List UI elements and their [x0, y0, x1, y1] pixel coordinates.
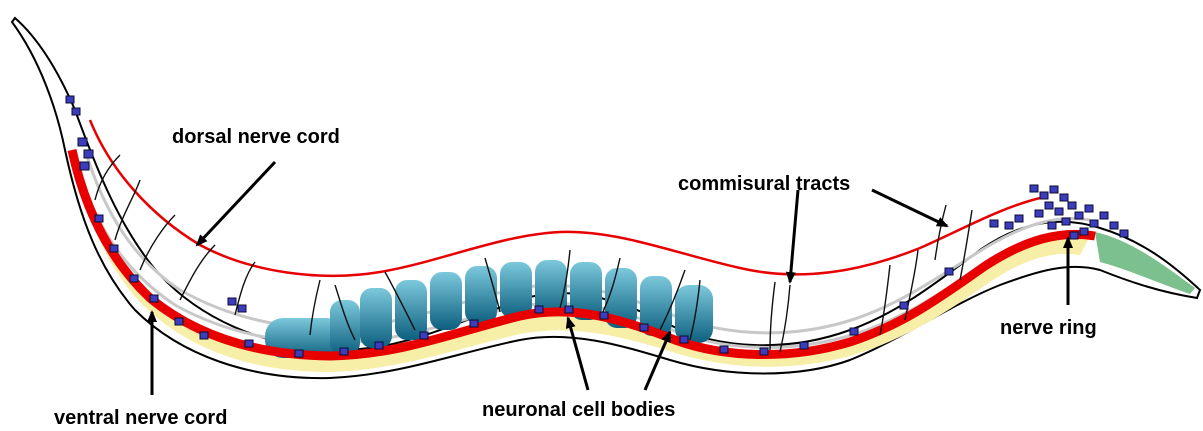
square-cell-icon	[200, 332, 208, 339]
square-cell-icon	[78, 138, 87, 146]
square-cell-icon	[470, 320, 478, 327]
label-ventral-nerve-cord: ventral nerve cord	[54, 407, 227, 429]
label-neuronal-cell-bodies: neuronal cell bodies	[482, 399, 675, 421]
square-cell-icon	[990, 220, 998, 227]
square-cell-icon	[565, 306, 573, 313]
square-cell-icon	[130, 275, 138, 282]
label-dorsal-nerve-cord: dorsal nerve cord	[172, 126, 340, 148]
square-cell-icon	[84, 150, 93, 158]
square-cell-icon	[945, 268, 953, 275]
square-cell-icon	[535, 306, 543, 313]
square-cell-icon	[600, 312, 608, 319]
square-cell-icon	[900, 302, 908, 309]
square-cell-icon	[720, 346, 728, 353]
square-cell-icon	[175, 318, 183, 325]
square-cell-icon	[295, 350, 303, 357]
square-cell-icon	[680, 336, 688, 343]
label-nerve-ring: nerve ring	[1000, 317, 1097, 339]
arrow-commissural-tract-1	[790, 190, 798, 282]
square-cell-icon	[80, 162, 89, 170]
square-cell-icon	[420, 332, 428, 339]
arrow-commissural-tract-2	[872, 190, 947, 226]
square-cell-icon	[150, 295, 158, 302]
square-cell-icon	[72, 108, 80, 115]
square-cell-icon	[375, 342, 383, 349]
square-cell-icon	[245, 340, 253, 347]
square-cell-icon	[640, 324, 648, 331]
square-cell-icon	[95, 215, 103, 222]
label-commissural-tracts: commisural tracts	[678, 173, 850, 195]
square-cell-icon	[110, 245, 118, 252]
square-cell-icon	[340, 348, 348, 355]
square-cell-icon	[800, 342, 808, 349]
arrow-dorsal-nerve-cord	[197, 162, 275, 245]
square-cell-icon	[238, 305, 246, 312]
square-cell-icon	[228, 298, 236, 305]
square-cell-icon	[850, 328, 858, 335]
square-cell-icon	[760, 348, 768, 355]
square-cell-icon	[66, 96, 74, 103]
